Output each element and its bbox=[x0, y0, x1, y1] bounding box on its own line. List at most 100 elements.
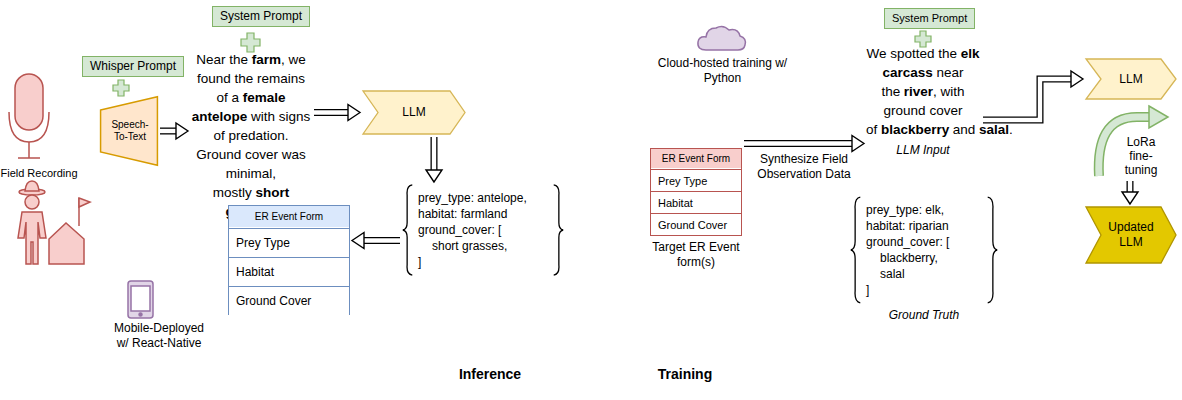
house bbox=[49, 223, 84, 264]
caption-label: Inference bbox=[440, 366, 540, 383]
text-run: . bbox=[1009, 122, 1013, 137]
caption-label: LLM Input bbox=[866, 143, 980, 158]
hollow-arrow bbox=[160, 123, 188, 139]
microphone-icon bbox=[9, 74, 49, 158]
node-text: LLM bbox=[402, 105, 425, 120]
text-run: Near the bbox=[196, 52, 248, 67]
arrow-shaft-fill bbox=[160, 129, 177, 133]
json-line: prey_type: antelope, bbox=[418, 190, 548, 206]
curly-brace bbox=[850, 196, 862, 304]
prompt-box: System Prompt bbox=[212, 6, 310, 27]
chevron bbox=[1086, 59, 1176, 99]
caption-label: Ground Truth bbox=[862, 308, 986, 323]
node-text: System Prompt bbox=[220, 9, 302, 24]
json-line: salal bbox=[866, 266, 982, 282]
text-run: river bbox=[904, 84, 933, 99]
hat-crown bbox=[25, 181, 39, 191]
json-line: ground_cover: [ bbox=[866, 234, 982, 250]
arrow-shaft-outline bbox=[744, 140, 853, 147]
arrow-shaft-outline bbox=[314, 109, 349, 116]
arrow-shaft-fill bbox=[363, 238, 400, 242]
arrow-shaft-fill bbox=[432, 137, 436, 171]
microphone-stand bbox=[18, 142, 40, 158]
brace-stroke bbox=[403, 185, 412, 275]
node-text: Whisper Prompt bbox=[90, 59, 176, 74]
text-run: salal bbox=[979, 122, 1009, 137]
arrow-shaft-fill bbox=[744, 141, 853, 145]
arrow-head bbox=[852, 136, 864, 152]
curly-brace bbox=[552, 184, 564, 276]
cloud-icon bbox=[698, 26, 746, 50]
hollow-arrow bbox=[352, 233, 400, 249]
json-line: short grasses, bbox=[418, 238, 548, 254]
hollow-arrow bbox=[744, 136, 864, 152]
arrow-head bbox=[352, 233, 364, 249]
caption-label: Target ER Event form(s) bbox=[640, 240, 752, 270]
edge-label: Synthesize Field Observation Data bbox=[744, 152, 864, 182]
arrow-shaft-outline bbox=[1127, 181, 1134, 193]
house-icon bbox=[49, 198, 90, 264]
transcript-text: Near thefarm, we found the remains of af… bbox=[190, 50, 312, 221]
arrow-head bbox=[1122, 192, 1138, 204]
arrow-shaft-fill bbox=[314, 110, 349, 114]
json-line: blackberry, bbox=[866, 250, 982, 266]
hollow-arrow bbox=[314, 105, 360, 121]
prompt-box: Whisper Prompt bbox=[82, 56, 184, 77]
curly-brace bbox=[986, 196, 998, 304]
arrow-shaft-fill bbox=[983, 79, 1072, 120]
form-field: Habitat bbox=[229, 257, 349, 286]
json-output: prey_type: antelope,habitat: farmlandgro… bbox=[402, 184, 564, 276]
node-text: Updated LLM bbox=[1105, 220, 1157, 250]
text-run: We spotted the bbox=[867, 46, 958, 61]
chevron bbox=[363, 91, 465, 134]
lora-curved-arrow: LoRa fine-tuning bbox=[1085, 104, 1175, 179]
hollow-arrow bbox=[1122, 181, 1138, 204]
phone-icon bbox=[128, 281, 153, 318]
caption-label: Field Recording bbox=[0, 166, 78, 180]
hollow-arrow bbox=[983, 71, 1083, 120]
json-line: habitat: farmland bbox=[418, 206, 548, 222]
node-text: Ground Cover bbox=[236, 294, 311, 308]
flag bbox=[79, 198, 90, 207]
arrow-shaft-outline bbox=[983, 79, 1072, 120]
microphone-stand bbox=[9, 112, 49, 142]
hollow-arrow bbox=[426, 137, 442, 182]
form-field: Prey Type bbox=[229, 228, 349, 257]
node-text: Habitat bbox=[236, 265, 274, 279]
brace-stroke bbox=[554, 185, 563, 275]
chevron bbox=[1086, 207, 1176, 263]
text-run: and bbox=[953, 122, 976, 137]
node-text: Prey Type bbox=[658, 175, 707, 187]
text-run: blackberry bbox=[881, 122, 949, 137]
form-field: Prey Type bbox=[651, 169, 741, 191]
updated-llm-chevron: Updated LLM bbox=[1085, 206, 1177, 264]
arrow-shaft-outline bbox=[431, 137, 438, 171]
person-icon bbox=[18, 181, 46, 264]
node-text: Prey Type bbox=[236, 236, 290, 250]
plus-sign bbox=[113, 80, 129, 96]
llm-chevron: LLM bbox=[1085, 58, 1177, 100]
caption-label: Cloud-hosted training w/ Python bbox=[655, 56, 790, 86]
form-title: ER Event Form bbox=[651, 149, 741, 168]
json-line: ] bbox=[418, 254, 548, 270]
llm-input-text: We spotted theelk carcassnear theriver, … bbox=[866, 44, 980, 139]
json-line: habitat: riparian bbox=[866, 218, 982, 234]
arrow-shaft-outline bbox=[160, 128, 177, 135]
body bbox=[18, 212, 46, 264]
brace-stroke bbox=[988, 197, 997, 303]
text-run: farm bbox=[252, 52, 281, 67]
arrow-head bbox=[348, 105, 360, 121]
node-text: Speech-To-Text bbox=[108, 119, 152, 143]
json-line: ] bbox=[866, 282, 982, 298]
trapezoid bbox=[101, 97, 158, 166]
form-field: Ground Cover bbox=[229, 286, 349, 315]
form-field: Habitat bbox=[651, 191, 741, 213]
node-text: LLM bbox=[1119, 72, 1142, 87]
speech-to-text-shape: Speech-To-Text bbox=[100, 96, 158, 166]
arrow-shaft-fill bbox=[1128, 181, 1132, 193]
phone-body bbox=[128, 281, 153, 318]
form-box: ER Event FormPrey TypeHabitatGround Cove… bbox=[228, 205, 350, 315]
arrow-head bbox=[176, 123, 188, 139]
plus-sign bbox=[241, 33, 260, 52]
json-ground-truth: prey_type: elk,habitat: riparianground_c… bbox=[850, 196, 998, 304]
